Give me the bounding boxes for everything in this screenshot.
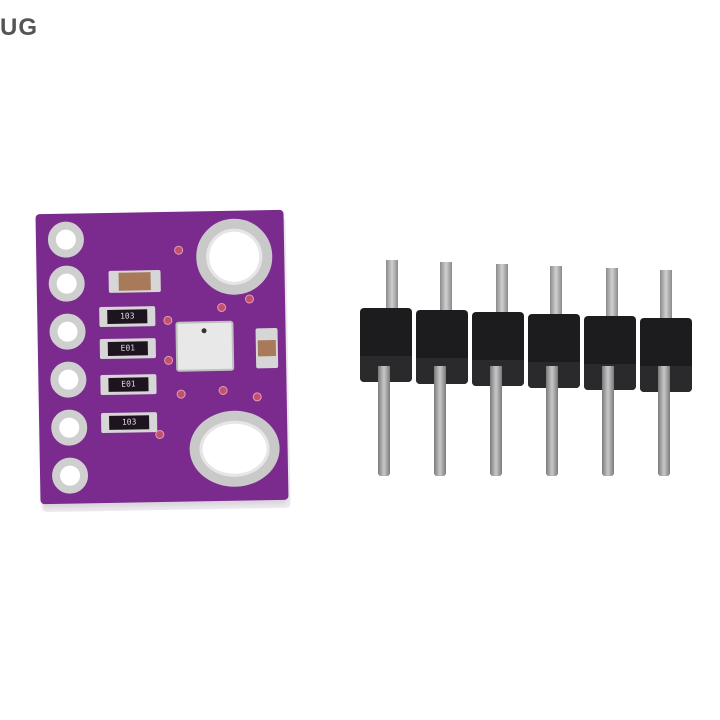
capacitor xyxy=(255,327,279,369)
via xyxy=(174,245,184,255)
header-pin xyxy=(490,366,502,476)
resistor: 103 xyxy=(100,412,158,434)
via xyxy=(155,429,165,440)
solder-pad xyxy=(48,265,86,302)
resistor: E01 xyxy=(100,374,157,396)
header-pin xyxy=(434,366,446,476)
via xyxy=(163,315,173,325)
via xyxy=(252,392,262,402)
solder-pad xyxy=(47,221,85,258)
header-pin xyxy=(546,366,558,476)
header-pin xyxy=(660,270,672,320)
header-pin xyxy=(386,260,398,310)
watermark-text: UG xyxy=(0,14,38,41)
header-pin xyxy=(496,264,508,314)
header-pin xyxy=(378,366,390,476)
via xyxy=(244,294,255,304)
resistor: 103 xyxy=(99,306,156,328)
via xyxy=(217,302,227,313)
header-pin xyxy=(606,268,618,318)
header-block xyxy=(640,318,692,392)
mounting-hole xyxy=(188,409,281,488)
solder-pad xyxy=(49,313,86,350)
sensor-breakout-board: 103 E01 E01 103 xyxy=(35,209,289,505)
header-pin xyxy=(602,366,614,476)
header-pin xyxy=(550,266,562,316)
capacitor xyxy=(108,270,161,293)
solder-pad xyxy=(50,361,87,398)
via xyxy=(218,385,228,396)
solder-pad xyxy=(51,457,89,494)
pin-header xyxy=(356,256,696,486)
header-pin xyxy=(440,262,452,312)
mounting-hole xyxy=(195,218,273,296)
resistor: E01 xyxy=(99,338,157,360)
via xyxy=(176,389,186,399)
pressure-sensor-chip xyxy=(175,320,235,372)
solder-pad xyxy=(50,409,88,446)
via xyxy=(163,355,174,365)
header-pin xyxy=(658,366,670,476)
